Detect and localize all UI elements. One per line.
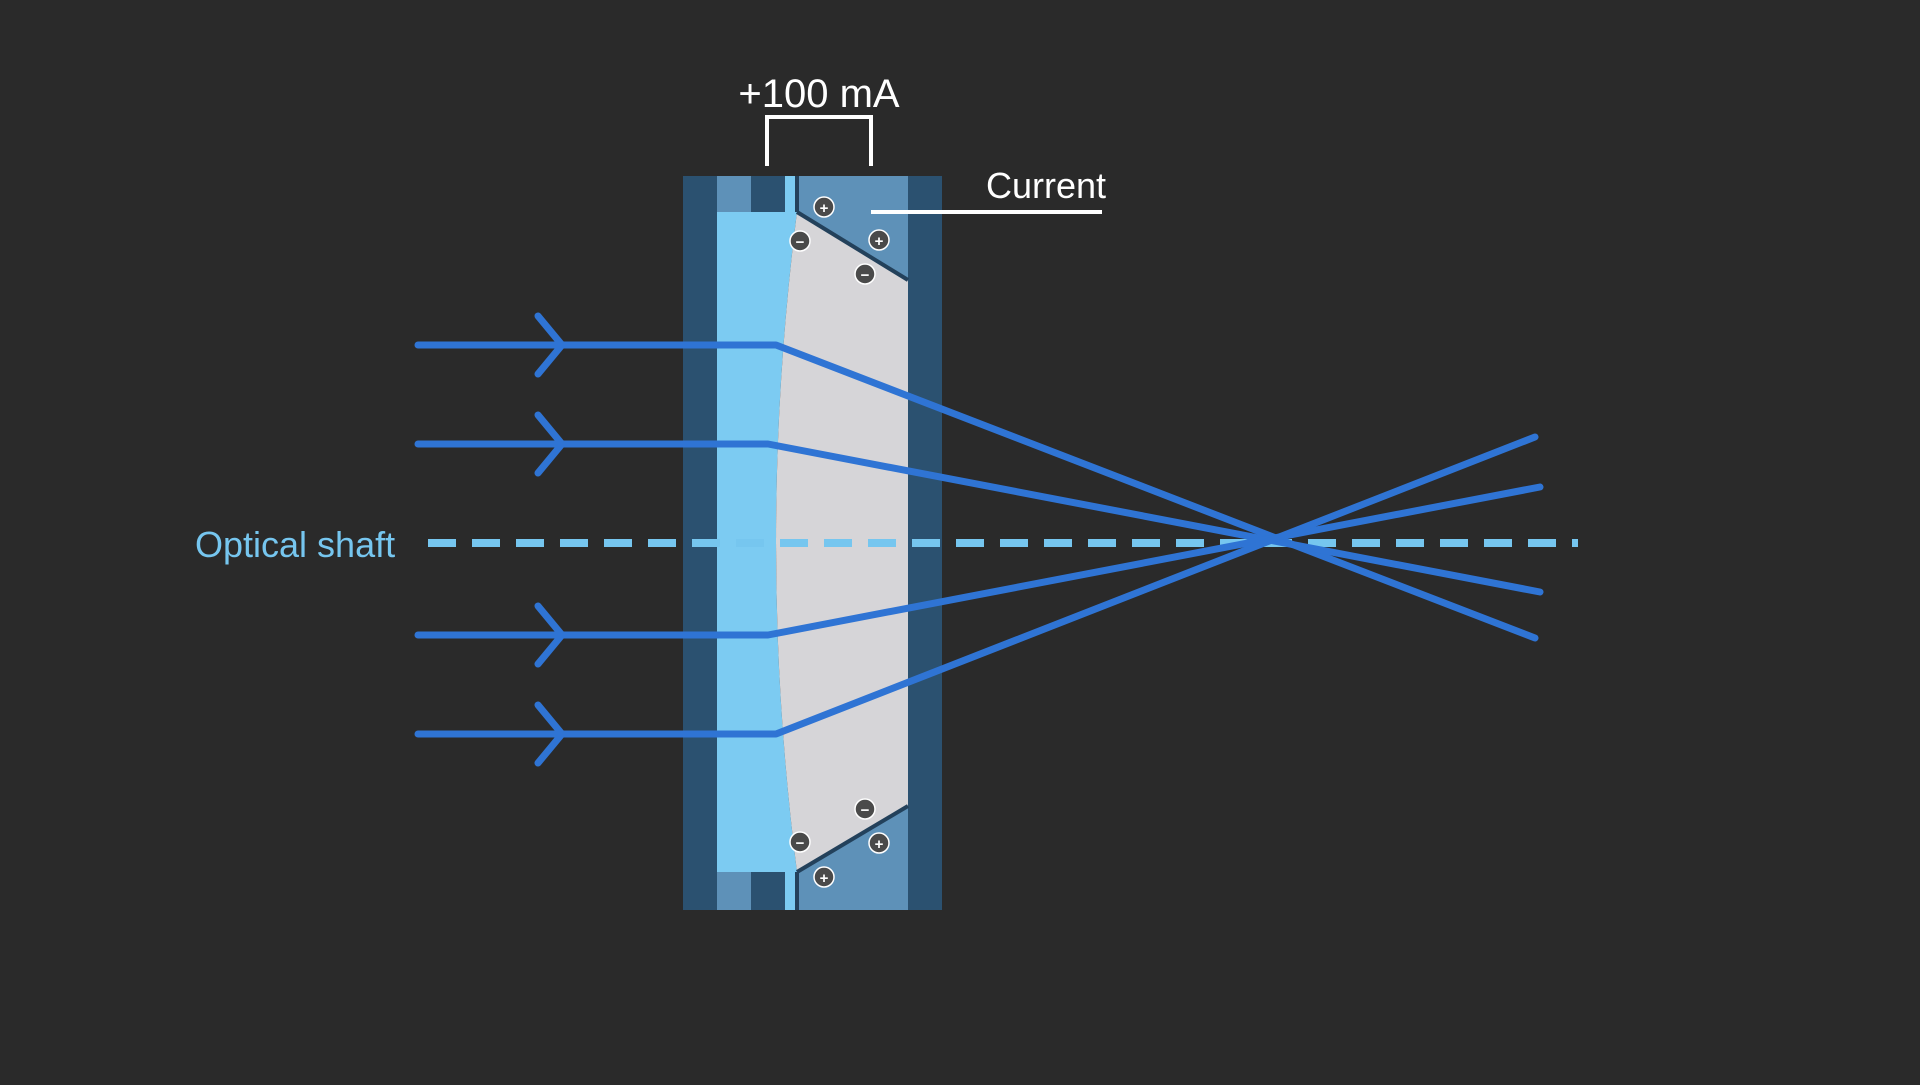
- svg-text:−: −: [861, 267, 870, 284]
- lens-housing: [683, 176, 942, 910]
- negative-charge: −: [789, 831, 811, 853]
- housing-bottom-block-dark: [751, 872, 785, 910]
- negative-charge: −: [789, 230, 811, 252]
- svg-text:+: +: [820, 200, 829, 217]
- ray-arrow: [534, 602, 566, 668]
- negative-charge: −: [854, 263, 876, 285]
- housing-bottom-block-light: [717, 872, 751, 910]
- positive-charge: +: [868, 832, 890, 854]
- top-electrode-edge: [795, 210, 910, 282]
- positive-charge: +: [868, 229, 890, 251]
- light-ray: [414, 440, 1544, 596]
- current-bracket: [765, 115, 873, 166]
- housing-top-block-dark: [751, 176, 785, 212]
- ray-arrow: [534, 312, 566, 378]
- charges: + + + + − − − −: [789, 196, 890, 888]
- svg-text:+: +: [875, 836, 884, 853]
- ray-arrow: [534, 411, 566, 477]
- light-rays: [414, 312, 1544, 767]
- positive-charge: +: [813, 196, 835, 218]
- current-label: Current: [986, 165, 1106, 206]
- svg-text:+: +: [875, 233, 884, 250]
- svg-text:+: +: [820, 870, 829, 887]
- svg-text:−: −: [796, 234, 805, 251]
- bottom-electrode-edge: [795, 804, 910, 874]
- ray-arrow: [534, 701, 566, 767]
- current-value-label: +100 mA: [738, 72, 900, 116]
- housing-top-block-light: [717, 176, 751, 212]
- positive-charge: +: [813, 866, 835, 888]
- svg-text:−: −: [861, 802, 870, 819]
- negative-charge: −: [854, 798, 876, 820]
- light-ray: [414, 433, 1539, 738]
- optical-shaft-label: Optical shaft: [195, 524, 395, 565]
- svg-text:−: −: [796, 835, 805, 852]
